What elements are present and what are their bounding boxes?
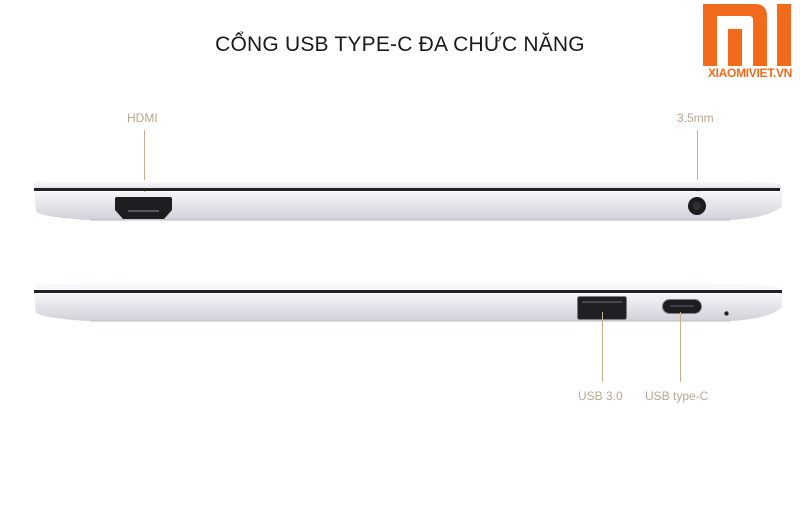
laptop-left-side-view [34,180,782,221]
usb-c-leader-line [680,312,681,382]
usb-c-label: USB type-C [645,389,709,403]
mi-logo-icon [703,4,795,84]
brand-text: XIAOMIVIET.VN [707,66,793,80]
status-led-icon [724,303,729,316]
audio-jack-leader-line [697,130,698,206]
page-title: CỔNG USB TYPE-C ĐA CHỨC NĂNG [215,33,585,56]
hdmi-leader-line [144,130,145,208]
usb-c-port-icon [662,299,702,314]
hdmi-port-icon [114,196,173,220]
hdmi-label: HDMI [127,111,158,125]
usb-a-leader-line [602,312,603,382]
audio-jack-icon [687,196,707,216]
usb-a-label: USB 3.0 [578,389,623,403]
audio-jack-label: 3.5mm [677,111,714,125]
